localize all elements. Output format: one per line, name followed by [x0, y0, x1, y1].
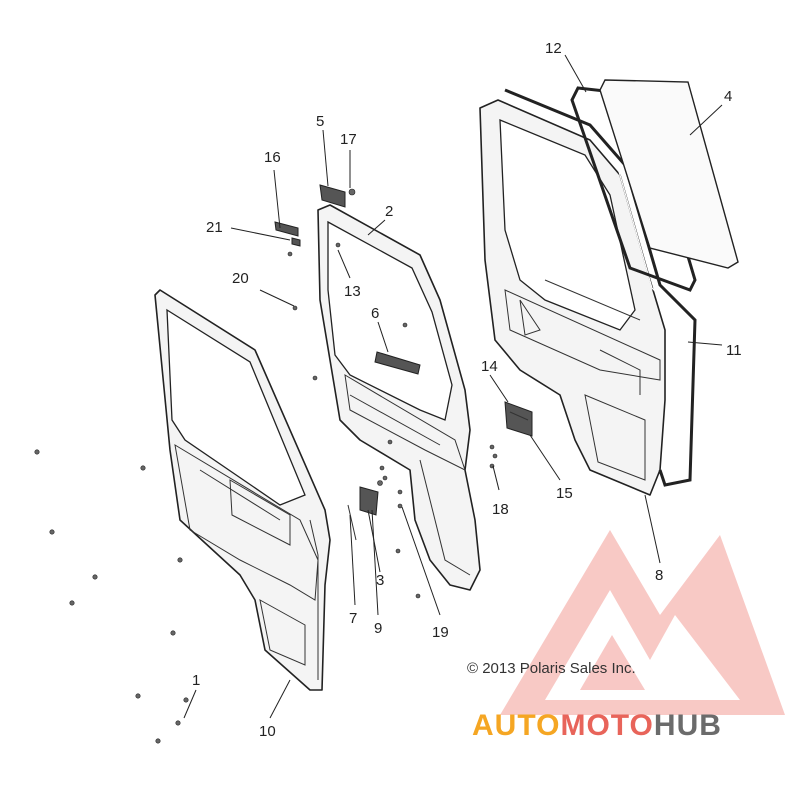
- callout-7: 7: [349, 610, 357, 627]
- callout-11: 11: [726, 342, 742, 359]
- left-door-panel: [154, 289, 331, 691]
- door-frame: [317, 204, 481, 591]
- callout-6: 6: [371, 305, 379, 322]
- callout-4: 4: [724, 88, 732, 105]
- callout-18: 18: [492, 501, 509, 518]
- callout-20: 20: [232, 270, 249, 287]
- callout-17: 17: [340, 131, 357, 148]
- callout-8: 8: [655, 567, 663, 584]
- callout-10: 10: [259, 723, 276, 740]
- watermark-logo: [500, 530, 785, 715]
- watermark-brand-part1: AUTO: [472, 709, 560, 742]
- callout-14: 14: [481, 358, 498, 375]
- watermark-brand-part3: HUB: [654, 709, 722, 742]
- bracket-16-21: [274, 221, 301, 247]
- callout-2: 2: [385, 203, 393, 220]
- callout-15: 15: [556, 485, 573, 502]
- callout-labels: 1 2 3 4 5 6 7 8 9 10 11 12 13 14 15 16 1…: [192, 40, 742, 740]
- callout-9: 9: [374, 620, 382, 637]
- fasteners: [34, 242, 498, 744]
- handle-14-15: [504, 401, 533, 437]
- callout-21: 21: [206, 219, 223, 236]
- copyright-notice: © 2013 Polaris Sales Inc.: [467, 660, 636, 677]
- window-glass: [599, 79, 739, 269]
- watermark-brand-text: AUTOMOTOHUB: [472, 709, 722, 742]
- latch-3-7-9: [347, 480, 383, 541]
- callout-5: 5: [316, 113, 324, 130]
- callout-13: 13: [344, 283, 361, 300]
- callout-19: 19: [432, 624, 449, 641]
- svg-text:AUTOMOTOHUB: AUTOMOTOHUB: [472, 709, 722, 742]
- leader-lines: [183, 54, 723, 719]
- hinge-bracket-5-17: [319, 184, 356, 208]
- callout-12: 12: [545, 40, 562, 57]
- callout-3: 3: [376, 572, 384, 589]
- callout-16: 16: [264, 149, 281, 166]
- watermark-brand-part2: MOTO: [560, 709, 653, 742]
- right-door-outer: [479, 99, 666, 496]
- callout-1: 1: [192, 672, 200, 689]
